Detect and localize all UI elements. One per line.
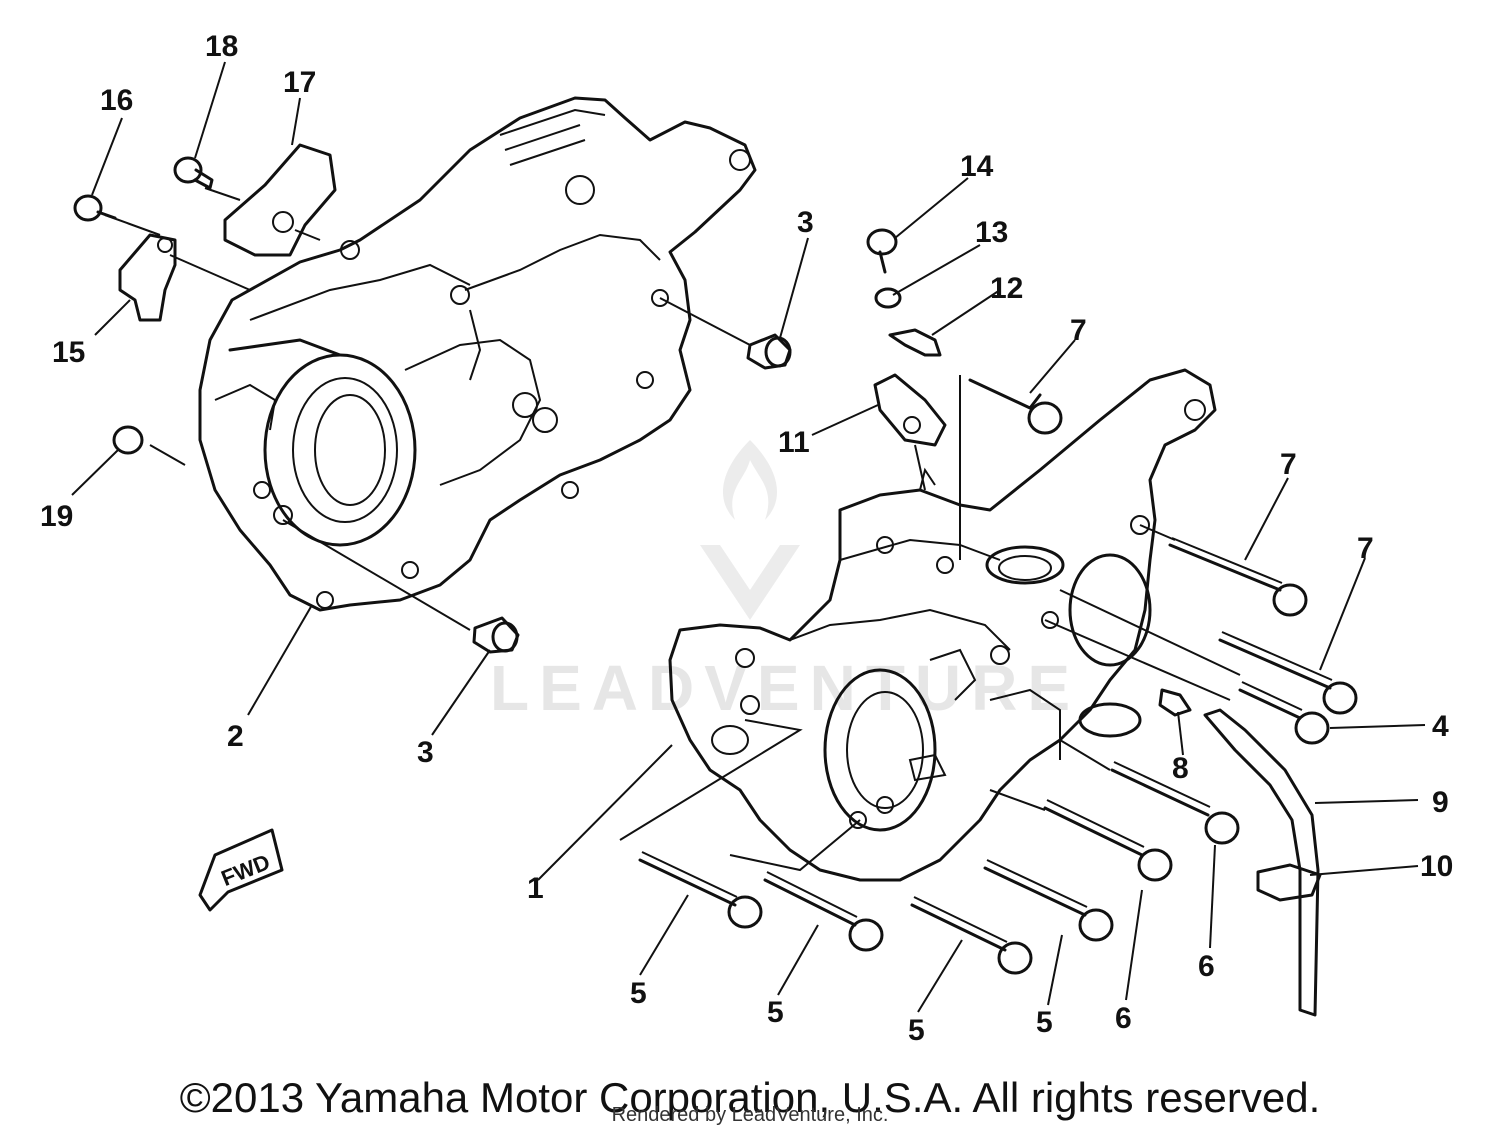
label-part-3-upper: 3	[797, 206, 814, 239]
label-part-11: 11	[778, 426, 810, 459]
label-part-1: 1	[527, 872, 544, 905]
label-part-5-c: 5	[908, 1014, 925, 1047]
assembly-guide-lines	[104, 187, 1241, 872]
label-part-7-upper: 7	[1070, 314, 1087, 347]
bolt-7-middle	[1168, 537, 1308, 617]
label-part-10: 10	[1420, 850, 1453, 883]
callout-leaders	[71, 61, 1426, 1013]
label-part-3-lower: 3	[417, 736, 434, 769]
clamp-11	[873, 373, 947, 447]
label-part-4: 4	[1432, 710, 1449, 743]
bolt-5-d	[983, 859, 1114, 942]
label-part-18: 18	[205, 30, 238, 63]
clamp-10	[1256, 863, 1322, 902]
label-part-5-b: 5	[767, 996, 784, 1029]
cover-17	[223, 143, 337, 257]
fitting-8	[1158, 688, 1192, 717]
holder-12	[888, 328, 942, 357]
bolt-6-a	[1043, 799, 1173, 882]
bolt-7-lower	[1218, 631, 1358, 715]
bracket-15	[118, 233, 177, 322]
nut-19	[112, 425, 144, 455]
label-part-13: 13	[975, 216, 1008, 249]
label-part-14: 14	[960, 150, 994, 183]
hose-9	[1203, 708, 1320, 1017]
bolt-5-b	[763, 871, 884, 952]
bolt-4	[1238, 681, 1330, 745]
dowel-pin-upper	[746, 333, 792, 370]
label-part-8: 8	[1172, 752, 1189, 785]
label-part-15: 15	[52, 336, 85, 369]
label-part-17: 17	[283, 66, 316, 99]
label-part-7-middle: 7	[1280, 448, 1297, 481]
bolt-16	[73, 194, 117, 222]
label-part-6-b: 6	[1198, 950, 1215, 983]
label-part-9: 9	[1432, 786, 1449, 819]
label-part-16: 16	[100, 84, 133, 117]
copyright-notice: ©2013 Yamaha Motor Corporation, U.S.A. A…	[179, 1074, 1321, 1121]
bolt-7-upper	[968, 378, 1063, 435]
label-part-6-a: 6	[1115, 1002, 1132, 1035]
bolt-18	[173, 156, 214, 190]
right-crankcase-half	[668, 368, 1217, 882]
label-part-2: 2	[227, 720, 244, 753]
label-part-7-lower: 7	[1357, 532, 1374, 565]
left-crankcase-half	[198, 96, 757, 612]
bolt-5-a	[638, 851, 763, 929]
leadventure-watermark: LEADVENTURE	[490, 440, 1080, 724]
watermark-text: LEADVENTURE	[490, 652, 1080, 724]
callout-labels: 1 2 3 3 4 5 5 5 5 6 6 7 7 7 8 9 10 11 12…	[40, 30, 1453, 1047]
bolt-5-c	[910, 896, 1033, 975]
label-part-12: 12	[990, 272, 1023, 305]
washer-13	[874, 287, 902, 309]
screw-14	[866, 228, 898, 274]
rendered-by-notice: Rendered by LeadVenture, Inc.	[611, 1104, 889, 1126]
bolt-6-b	[1110, 761, 1240, 845]
label-part-5-d: 5	[1036, 1006, 1053, 1039]
dowel-pin-lower	[472, 616, 520, 654]
label-part-19: 19	[40, 500, 73, 533]
fwd-arrow: FWD	[198, 828, 284, 912]
label-part-5-a: 5	[630, 977, 647, 1010]
